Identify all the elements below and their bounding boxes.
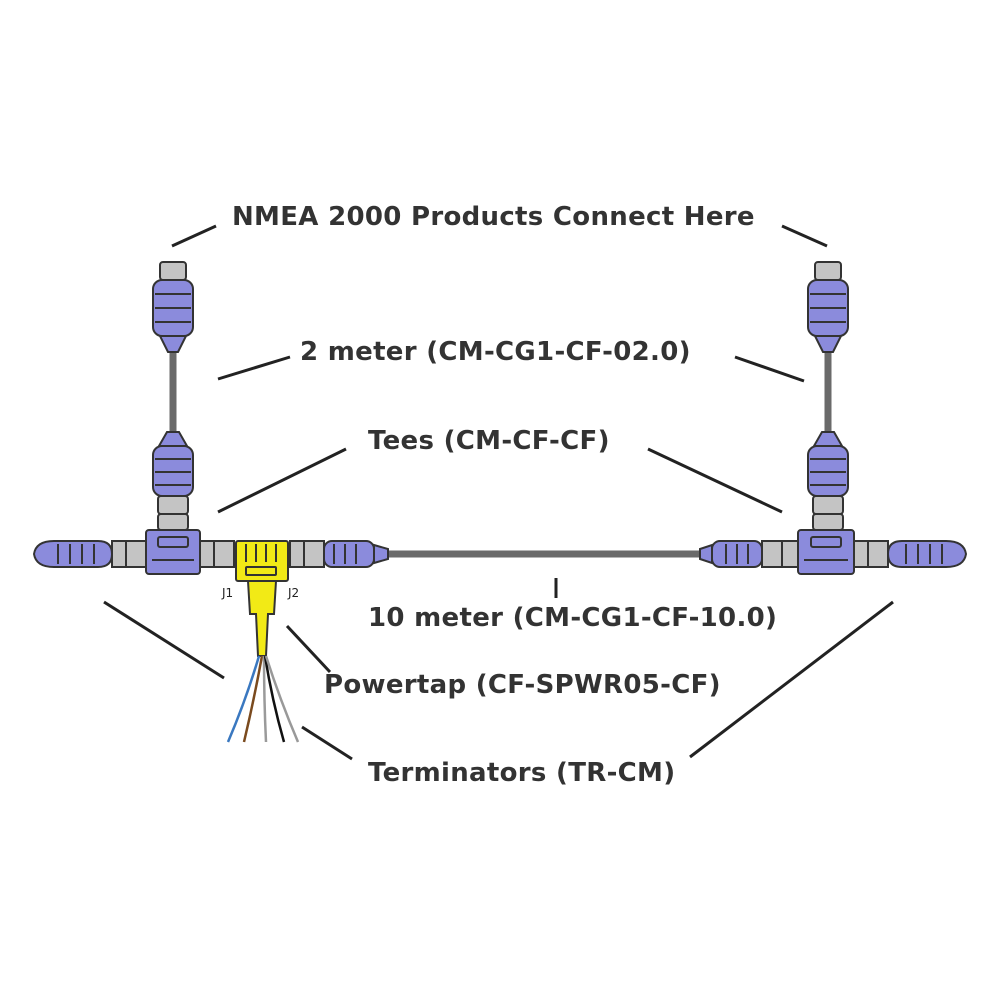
leader-powertap (285, 624, 332, 674)
label-trunk-cable: 10 meter (CM-CG1-CF-10.0) (368, 603, 778, 633)
label-j2: J2 (288, 586, 300, 600)
label-terminators: Terminators (TR-CM) (368, 758, 676, 788)
drop-right-top-connector (807, 261, 849, 353)
leader-products-left (171, 224, 217, 248)
label-products-connect-here: NMEA 2000 Products Connect Here (232, 202, 755, 232)
drop-left-top-connector (152, 261, 194, 353)
label-j1: J1 (222, 586, 234, 600)
leader-products-right (781, 224, 828, 248)
terminator-left (32, 540, 114, 568)
leader-terminator-right-end (689, 600, 894, 759)
leader-terminator-left-end (103, 600, 225, 680)
tee-right (797, 529, 889, 575)
leader-lines (103, 224, 894, 761)
leader-wires (301, 725, 353, 761)
powertap (235, 540, 289, 657)
leader-drop-left (217, 355, 291, 381)
powertap-wires (226, 655, 300, 743)
leader-tee-right (647, 447, 783, 514)
label-drop-cable: 2 meter (CM-CG1-CF-02.0) (300, 337, 691, 367)
drop-left-bottom-connector (152, 431, 194, 531)
label-powertap: Powertap (CF-SPWR05-CF) (324, 670, 721, 700)
leader-drop-right (734, 355, 805, 383)
tee-left (111, 529, 235, 575)
trunk-left-connector (289, 540, 389, 568)
drop-right-bottom-connector (807, 431, 849, 531)
label-tees: Tees (CM-CF-CF) (368, 426, 610, 456)
leader-tee-left (217, 447, 347, 514)
terminator-right (886, 540, 968, 568)
trunk-right-connector (699, 540, 799, 568)
